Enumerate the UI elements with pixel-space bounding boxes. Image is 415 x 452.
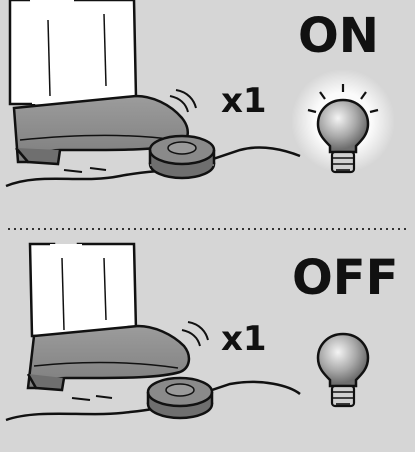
foot-pedal-switch	[148, 378, 212, 418]
press-count-label: x1	[221, 84, 267, 118]
trouser-leg	[30, 244, 136, 336]
foot-pedal-switch	[150, 136, 214, 178]
light-bulb-off-icon	[318, 334, 368, 406]
state-label-on: ON	[298, 12, 379, 60]
state-label-off: OFF	[292, 254, 398, 302]
press-count-label: x1	[221, 322, 267, 356]
trouser-leg	[10, 0, 136, 104]
light-bulb-on-icon	[291, 69, 395, 173]
